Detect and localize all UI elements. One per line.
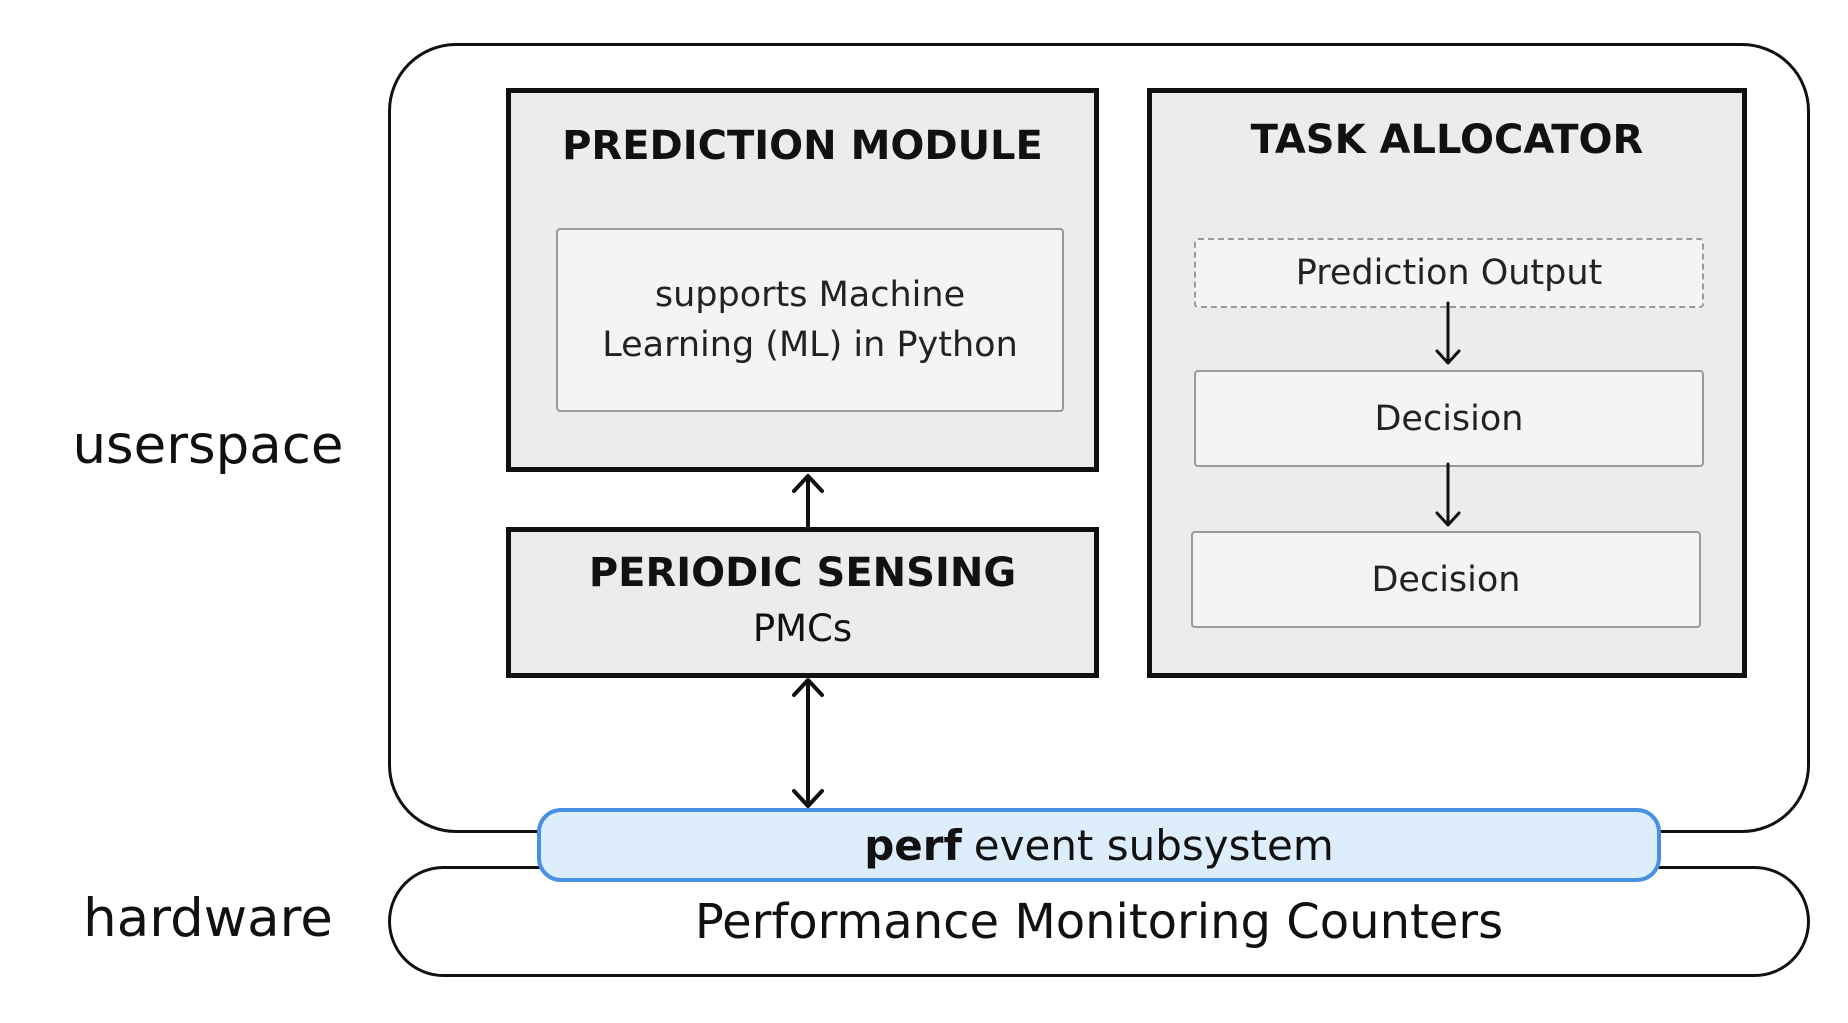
task-allocator-title: TASK ALLOCATOR bbox=[1250, 117, 1644, 163]
perf-event-subsystem: perf event subsystem bbox=[537, 808, 1661, 882]
perf-description: event subsystem bbox=[973, 820, 1334, 870]
hardware-counters-box: Performance Monitoring Counters bbox=[388, 866, 1810, 977]
prediction-module: PREDICTION MODULE supports Machine Learn… bbox=[506, 88, 1099, 472]
prediction-module-title: PREDICTION MODULE bbox=[562, 123, 1043, 169]
prediction-output-step: Prediction Output bbox=[1194, 238, 1704, 308]
periodic-sensing-module: PERIODIC SENSING PMCs bbox=[506, 527, 1099, 678]
userspace-label: userspace bbox=[72, 415, 344, 476]
ml-support-box: supports Machine Learning (ML) in Python bbox=[556, 228, 1064, 412]
periodic-sensing-title: PERIODIC SENSING bbox=[588, 550, 1017, 596]
hardware-counters-label: Performance Monitoring Counters bbox=[694, 893, 1504, 950]
perf-keyword: perf bbox=[864, 820, 962, 870]
decision-step-2: Decision bbox=[1191, 531, 1701, 628]
decision-step-1: Decision bbox=[1194, 370, 1704, 467]
task-allocator-module: TASK ALLOCATOR Prediction Output Decisio… bbox=[1147, 88, 1747, 678]
hardware-label: hardware bbox=[83, 888, 333, 949]
periodic-sensing-subtitle: PMCs bbox=[752, 607, 853, 650]
